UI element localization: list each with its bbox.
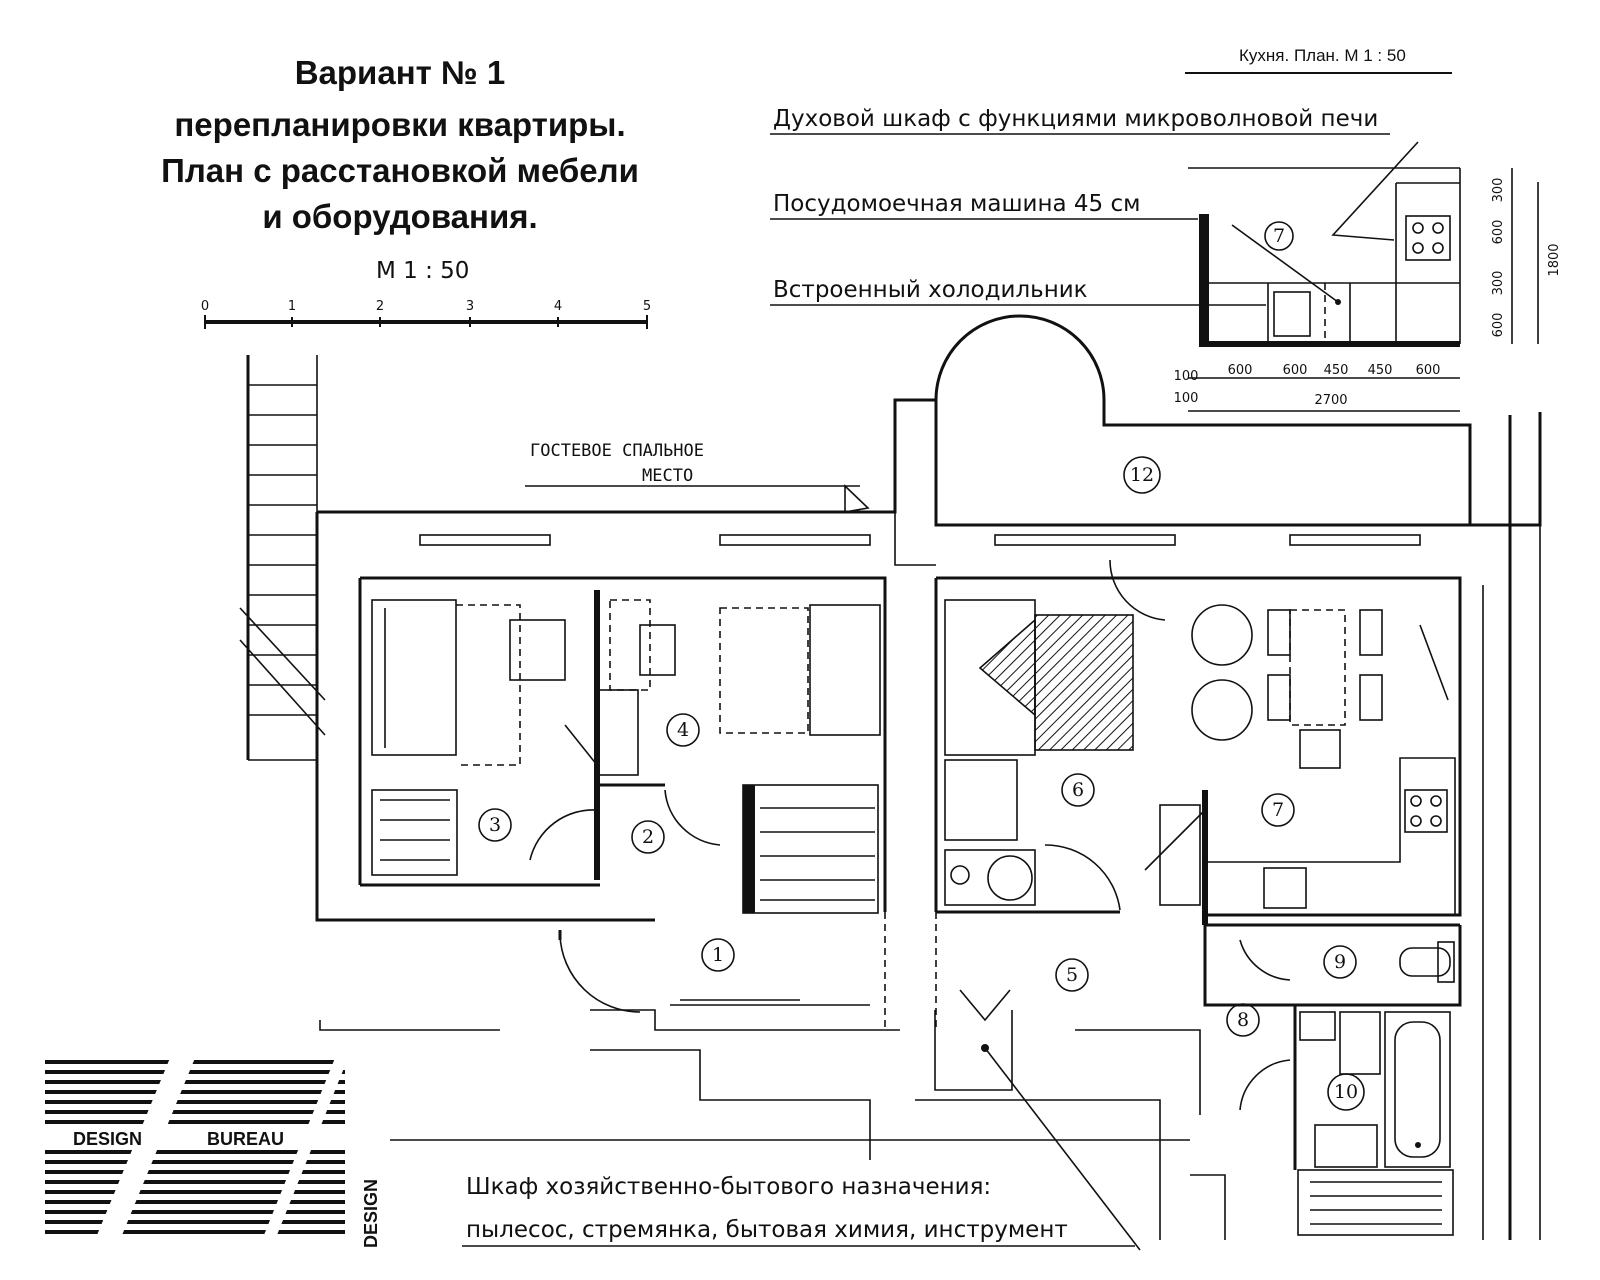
washer-area — [944, 849, 1036, 906]
guest-label-line-1: ГОСТЕВОЕ СПАЛЬНОЕ — [530, 441, 704, 461]
room-number-6: 6 — [1072, 779, 1084, 801]
design-bureau-logo: DESIGN BUREAU DESIGN — [45, 1058, 381, 1248]
kitchen-detail-header: Кухня. План. М 1 : 50 — [1239, 46, 1406, 65]
room-number-5: 5 — [1066, 964, 1078, 986]
bathroom-sink — [1314, 1124, 1378, 1168]
hall-wardrobe — [742, 784, 879, 914]
room-number-2: 2 — [642, 826, 654, 848]
room-number-10: 10 — [1334, 1081, 1358, 1103]
desk-room-4 — [639, 624, 676, 676]
room-number-9: 9 — [1334, 951, 1346, 973]
logo-word-design: DESIGN — [73, 1129, 142, 1149]
dim-side-0: 600 — [1491, 313, 1506, 338]
dim-side-1: 300 — [1491, 271, 1506, 296]
utility-closet — [934, 1010, 1013, 1091]
desk-room-3 — [509, 619, 566, 681]
sofa-room-4 — [809, 604, 881, 736]
title-block: Вариант № 1 перепланировки квартиры. Пла… — [161, 54, 639, 235]
bedside-sofa — [944, 759, 1018, 841]
oven-leader-line — [1331, 141, 1419, 241]
room-number-3: 3 — [489, 814, 501, 836]
right-rooms — [934, 559, 1462, 927]
dining-table — [1289, 609, 1346, 726]
armchair-1 — [1191, 604, 1253, 666]
sofa-room-3 — [371, 599, 457, 756]
armchair-2 — [1191, 679, 1253, 741]
scale-tick-2: 2 — [376, 299, 384, 314]
logo-word-bureau: BUREAU — [207, 1129, 284, 1149]
detail-hob — [1405, 215, 1451, 261]
title-line-3: План с расстановкой мебели — [161, 152, 639, 189]
room-number-8: 8 — [1237, 1009, 1249, 1031]
closet-leader-line — [984, 1047, 1141, 1251]
dim-bottom-1: 600 — [1228, 363, 1253, 378]
left-rooms — [358, 576, 887, 914]
dishwasher-label: Посудомоечная машина 45 см — [773, 191, 1141, 217]
exterior-walls — [315, 314, 1542, 1240]
room-number-12: 12 — [1130, 464, 1154, 486]
room-number-1: 1 — [712, 944, 724, 966]
bathtub — [1384, 1011, 1451, 1168]
rug-room-4 — [719, 607, 809, 734]
kitchen-counter — [1204, 757, 1456, 916]
dim-bottom-0: 100 — [1174, 369, 1199, 384]
closet-note: Шкаф хозяйственно-бытового назначения: п… — [462, 1174, 1135, 1247]
scale-bar: М 1 : 50 0 1 2 3 4 5 — [201, 258, 651, 329]
closet-note-line-1: Шкаф хозяйственно-бытового назначения: — [466, 1174, 991, 1200]
dim-side-2: 600 — [1491, 220, 1506, 245]
dim-bottom-3: 450 — [1324, 363, 1349, 378]
dim-bottom-5: 600 — [1416, 363, 1441, 378]
title-line-2: перепланировки квартиры. — [174, 106, 625, 143]
scale-tick-0: 0 — [201, 299, 209, 314]
dim-offset: 100 — [1174, 391, 1199, 406]
kitchen-detail: Кухня. План. М 1 : 50 Духовой шкаф с фун… — [770, 46, 1562, 412]
scale-tick-1: 1 — [288, 299, 296, 314]
closet-note-line-2: пылесос, стремянка, бытовая химия, инстр… — [466, 1217, 1068, 1243]
fridge-label: Встроенный холодильник — [773, 277, 1088, 303]
title-line-1: Вариант № 1 — [295, 54, 506, 91]
bathroom-radiator — [1297, 1169, 1454, 1236]
scale-tick-4: 4 — [554, 299, 562, 314]
guest-label-line-2: МЕСТО — [642, 466, 693, 486]
room-number-7: 7 — [1272, 799, 1284, 821]
dim-side-3: 300 — [1491, 178, 1506, 203]
staircase — [239, 355, 326, 761]
scale-tick-5: 5 — [643, 299, 651, 314]
dim-total: 2700 — [1314, 393, 1347, 408]
dim-bottom-2: 600 — [1283, 363, 1308, 378]
hob — [1404, 789, 1448, 833]
detail-sink — [1273, 291, 1311, 337]
detail-room-number: 7 — [1273, 225, 1285, 247]
scale-label: М 1 : 50 — [376, 258, 469, 284]
sink — [1263, 867, 1307, 909]
scale-tick-3: 3 — [466, 299, 474, 314]
guest-bed-label: ГОСТЕВОЕ СПАЛЬНОЕ МЕСТО — [525, 441, 870, 513]
room-number-4: 4 — [677, 719, 689, 741]
hall-and-bathrooms — [558, 912, 1462, 1251]
oven-label: Духовой шкаф с функциями микроволновой п… — [773, 106, 1378, 132]
logo-vertical-design: DESIGN — [361, 1179, 381, 1248]
dim-bottom-4: 450 — [1368, 363, 1393, 378]
room-labels: 1 2 3 4 5 6 7 8 9 10 12 — [478, 456, 1365, 1111]
toilet-room-9 — [1399, 947, 1451, 977]
wardrobe-room-3 — [371, 789, 458, 876]
title-line-4: и оборудования. — [262, 198, 537, 235]
dim-side-total: 1800 — [1547, 243, 1562, 276]
double-bed — [1034, 614, 1134, 751]
